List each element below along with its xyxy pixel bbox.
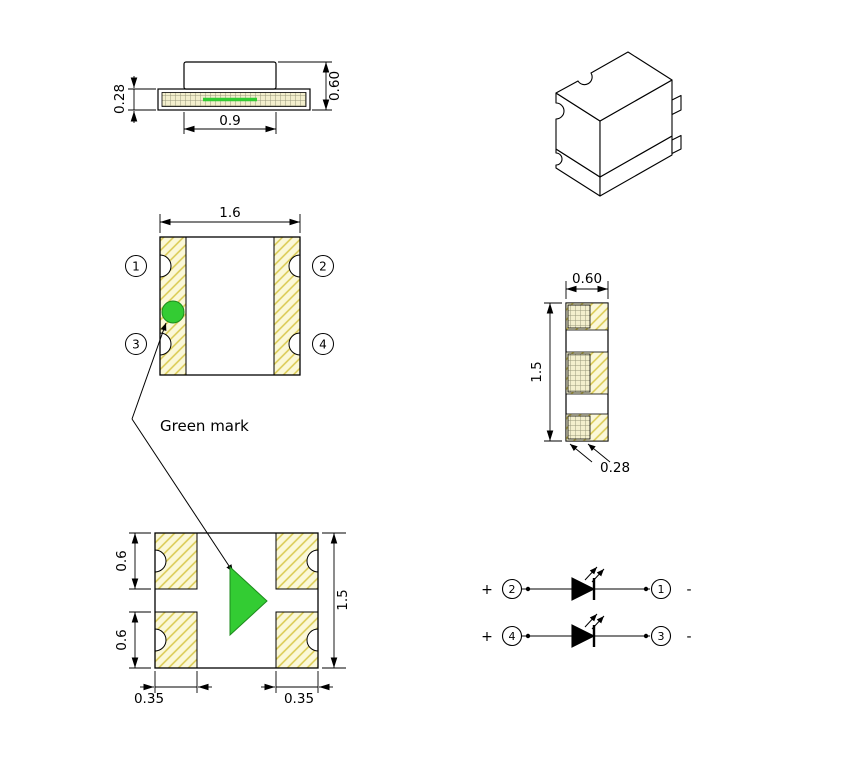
green-mark-triangle xyxy=(229,565,268,637)
polarity-minus-2: - xyxy=(686,629,691,645)
castellation-notch-pin2 xyxy=(288,254,301,278)
dim-top-width: 1.6 xyxy=(159,205,301,233)
schematic-pin2-circle xyxy=(501,578,523,600)
dim-text-front-pad-height: 0.28 xyxy=(112,84,128,114)
body-outline xyxy=(183,61,277,90)
schematic-row-1: + 2 1 - xyxy=(481,566,692,601)
view-isometric xyxy=(555,51,682,197)
pin3-circle xyxy=(125,333,147,355)
led-symbol-triangle-1 xyxy=(571,577,596,601)
pin4-circle xyxy=(312,333,334,355)
package-outline-bottom xyxy=(154,532,319,669)
green-mark-dot xyxy=(161,300,185,324)
dim-text-bottom-pad-top: 0.6 xyxy=(114,550,130,571)
dim-bottom-pad-bottom: 0.6 xyxy=(114,611,151,669)
view-bottom xyxy=(154,532,319,669)
dim-bottom-pad-width-right: 0.35 xyxy=(261,671,333,707)
emission-arrow xyxy=(591,568,605,583)
castellation-notch-pin4 xyxy=(288,332,301,356)
iso-top-face xyxy=(555,51,673,122)
package-outline-top xyxy=(159,236,301,376)
dim-text-top-width: 1.6 xyxy=(219,205,240,221)
view-top xyxy=(159,236,301,376)
dim-front-pad-height: 0.28 xyxy=(112,76,156,123)
dim-side-height: 1.5 xyxy=(529,302,562,442)
emission-arrow xyxy=(584,613,598,628)
dim-text-side-width: 0.60 xyxy=(572,271,602,287)
dim-text-bottom-pad-bottom: 0.6 xyxy=(114,629,130,650)
side-castellation-top xyxy=(567,304,591,329)
junction-dot xyxy=(643,586,649,592)
view-front-side xyxy=(157,61,311,111)
polarity-plus-2: + xyxy=(481,629,493,645)
pin1-circle xyxy=(125,255,147,277)
schematic-pin3-number: 3 xyxy=(658,630,665,643)
castellation-notch-pin1 xyxy=(159,254,172,278)
leader-to-green-triangle xyxy=(131,418,234,573)
emission-arrow xyxy=(591,615,605,630)
view-right-side xyxy=(565,302,609,442)
dim-text-front-total-height: 0.60 xyxy=(327,71,343,101)
dim-text-bottom-pad-width-left: 0.35 xyxy=(134,691,164,707)
side-castellation-middle xyxy=(567,353,591,393)
schematic-pin4-circle xyxy=(501,625,523,647)
junction-dot xyxy=(525,586,531,592)
dim-side-pad-width: 0.28 xyxy=(569,443,630,476)
schematic-pin1-circle xyxy=(650,578,672,600)
dim-side-width: 0.60 xyxy=(565,271,609,299)
junction-dot xyxy=(643,633,649,639)
dim-front-total-height: 0.60 xyxy=(278,61,343,111)
iso-contact-tab-upper xyxy=(671,94,682,116)
dim-bottom-height: 1.5 xyxy=(322,532,351,669)
schematic-pin1-number: 1 xyxy=(658,583,665,596)
emission-arrow xyxy=(584,566,598,581)
pin-callouts: 1 2 3 4 xyxy=(125,255,334,355)
pin1-number: 1 xyxy=(132,260,140,274)
schematic-row-2: + 4 3 - xyxy=(481,613,692,648)
dim-text-front-body-width: 0.9 xyxy=(219,113,240,129)
dim-bottom-pad-width-left: 0.35 xyxy=(134,671,212,707)
pin2-number: 2 xyxy=(319,260,327,274)
green-mark-callout: Green mark xyxy=(131,322,249,573)
dim-text-bottom-pad-width-right: 0.35 xyxy=(284,691,314,707)
dim-bottom-pad-top: 0.6 xyxy=(114,532,151,590)
castellation-notch-pin3 xyxy=(159,332,172,356)
iso-base-front-face xyxy=(555,148,601,197)
schematic-pin2-number: 2 xyxy=(509,583,516,596)
pin2-circle xyxy=(312,255,334,277)
bottom-notch-top-right xyxy=(306,549,319,573)
dim-front-body-width: 0.9 xyxy=(183,112,277,134)
side-castellation-bottom xyxy=(567,415,591,440)
pin3-number: 3 xyxy=(132,338,140,352)
dim-text-side-height: 1.5 xyxy=(529,361,545,382)
bottom-notch-bottom-left xyxy=(154,628,167,652)
led-symbol-triangle-2 xyxy=(571,624,596,648)
polarity-minus-1: - xyxy=(686,582,691,598)
pin4-number: 4 xyxy=(319,338,327,352)
junction-dot xyxy=(525,633,531,639)
leader-to-green-dot xyxy=(131,322,167,420)
schematic-pin3-circle xyxy=(650,625,672,647)
bottom-notch-bottom-right xyxy=(306,628,319,652)
iso-contact-tab-lower xyxy=(671,134,682,155)
dim-text-side-pad-width: 0.28 xyxy=(600,460,630,476)
bottom-notch-top-left xyxy=(154,549,167,573)
polarity-plus-1: + xyxy=(481,582,493,598)
green-mark-label: Green mark xyxy=(160,417,249,435)
dim-text-bottom-height: 1.5 xyxy=(335,589,351,610)
schematic-pin4-number: 4 xyxy=(509,630,516,643)
